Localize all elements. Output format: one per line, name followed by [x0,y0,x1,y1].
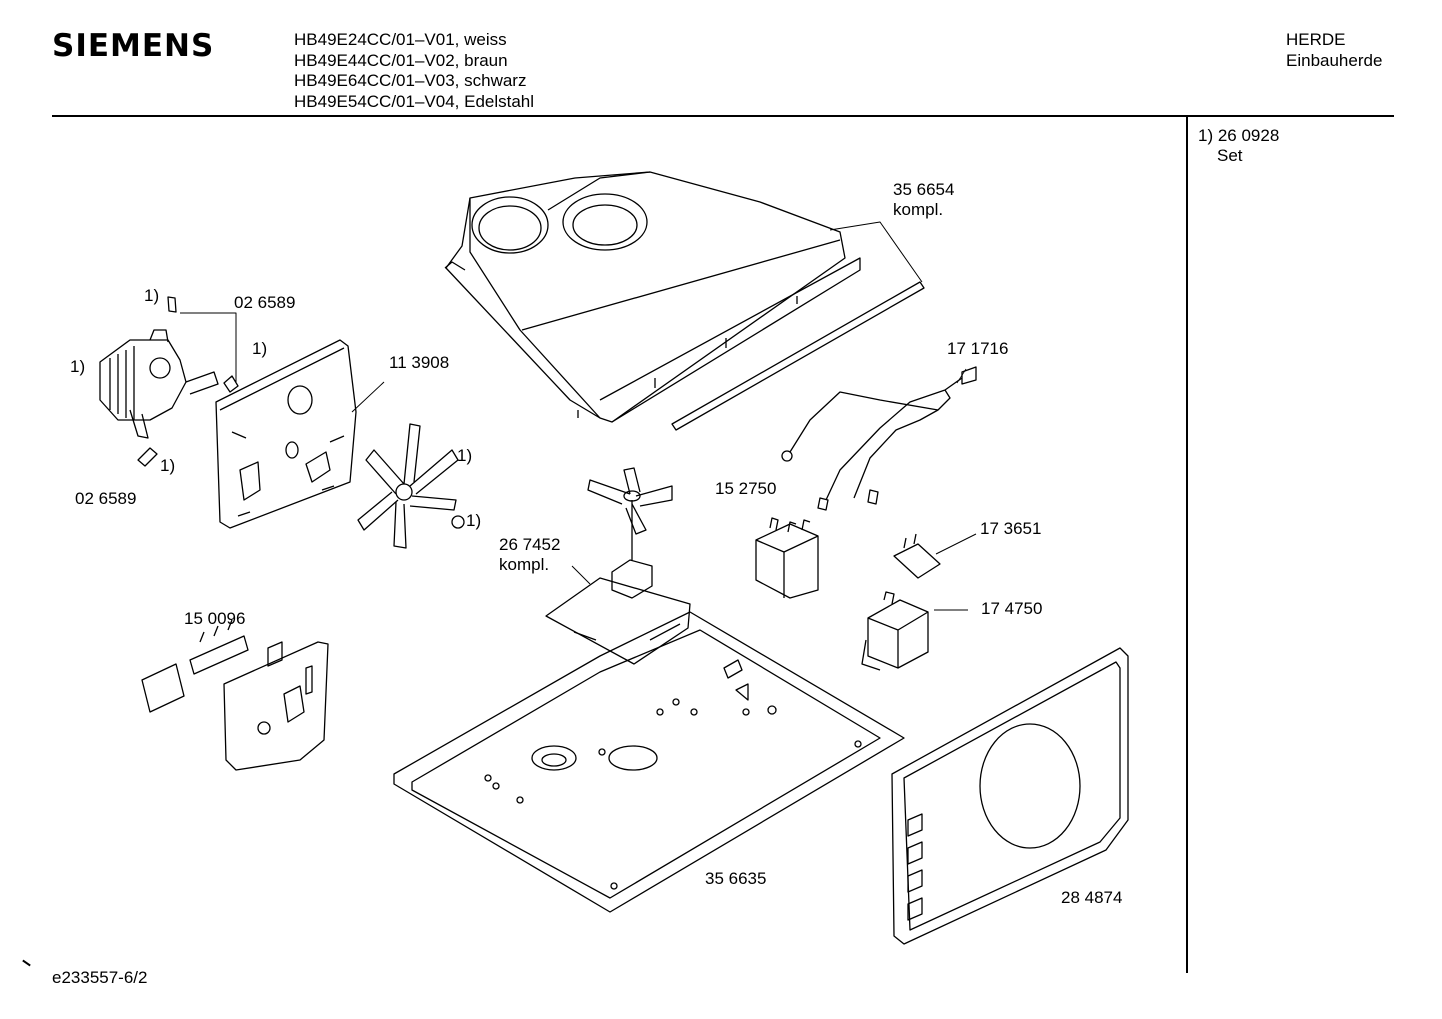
part-label-174750: 17 4750 [981,599,1043,618]
model-line: HB49E64CC/01–V03, schwarz [294,71,527,90]
part-label-173651: 17 3651 [980,519,1042,538]
clip-small-mid [224,376,238,392]
part-number: 26 7452 [499,535,561,554]
top-cover-duct [445,172,860,422]
category-block: HERDE Einbauherde [1286,30,1382,71]
back-plate [216,340,356,528]
set-note-text: Set [1217,146,1243,165]
part-label-150096: 15 0096 [184,609,246,628]
category-subtitle: Einbauherde [1286,50,1383,70]
model-list: HB49E24CC/01–V01, weiss HB49E44CC/01–V02… [294,30,534,112]
leader-356654 [830,222,922,282]
drawing-id: e233557-6/2 [52,968,148,987]
footnote-marker: 1) [160,456,176,475]
set-note: 1) 26 0928 Set [1198,126,1279,166]
model-line: HB49E24CC/01–V01, weiss [294,30,507,49]
footnote-marker: 1) [466,511,482,530]
part-label-113908: 11 3908 [389,353,450,372]
part-label-356654: 35 6654 kompl. [893,180,954,220]
header-divider [52,115,1394,117]
part-label-356635: 35 6635 [705,869,767,888]
part-label-026589-bottom: 02 6589 [75,489,137,508]
leader-113908 [352,382,384,412]
cavity-base [394,612,904,912]
model-line: HB49E54CC/01–V04, Edelstahl [294,91,535,111]
part-qualifier: kompl. [499,555,550,574]
part-label-267452: 26 7452 kompl. [499,535,560,575]
footnote-marker: 1) [144,286,160,305]
fan-nut [452,516,464,528]
part-label-171716: 17 1716 [947,339,1009,358]
wiring-harness [782,367,976,510]
part-qualifier: kompl. [893,200,944,219]
part-label-026589-top: 02 6589 [234,293,296,312]
convection-fan-blade [358,424,458,548]
oven-door [892,648,1128,944]
fan-motor [100,330,218,438]
clip-small-bottom [138,448,157,466]
seal-strip [672,282,924,430]
leader-173651 [936,534,976,554]
footnote-marker: 1) [252,339,268,358]
footnote-marker: 1) [70,357,86,376]
footnote-marker: 1) [457,446,473,465]
model-line: HB49E44CC/01–V02, braun [294,50,508,70]
control-board [142,620,328,770]
part-label-284874: 28 4874 [1061,888,1123,907]
category-title: HERDE [1286,30,1346,49]
leader-clip-026589-top [180,313,236,382]
leader-267452 [572,566,590,584]
thermal-switch [894,534,940,578]
brand-logo: SIEMENS [52,28,215,64]
part-label-152750: 15 2750 [715,479,777,498]
relay [756,518,818,598]
set-note-ref: 1) 26 0928 [1198,126,1280,145]
part-number: 35 6654 [893,180,955,199]
clip-small-top [168,297,176,312]
side-divider [1186,117,1188,973]
cooling-fan-assembly [546,468,690,664]
transformer [862,592,928,670]
